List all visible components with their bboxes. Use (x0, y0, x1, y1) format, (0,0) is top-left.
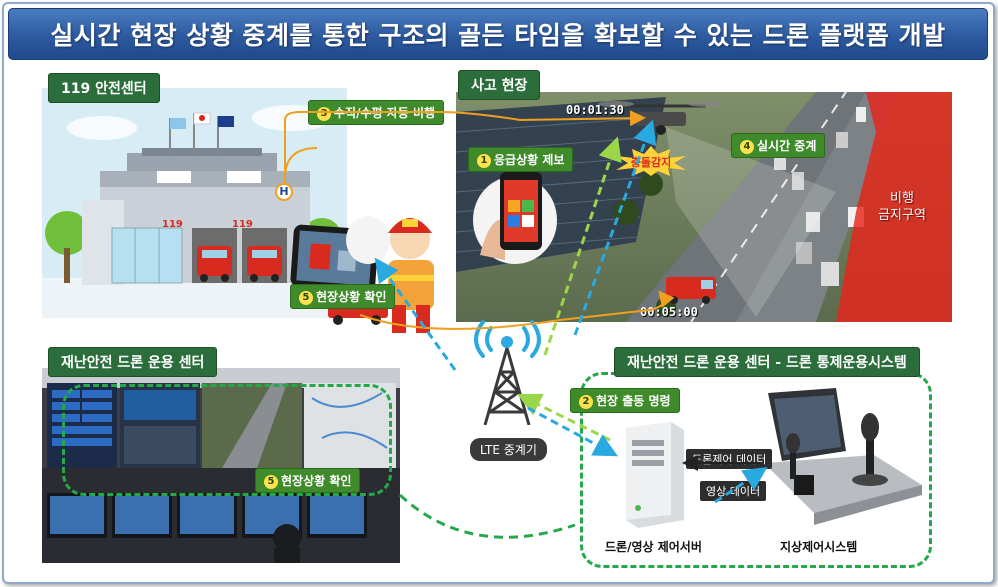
step-3-number: 3 (317, 107, 331, 121)
section-119-center: 119 안전센터 (48, 73, 160, 103)
helipad-icon: H (275, 183, 293, 201)
station-illustration (42, 88, 347, 318)
hand-phone-icon (473, 172, 557, 264)
title-bar: 실시간 현장 상황 중계를 통한 구조의 골든 타임을 확보할 수 있는 드론 … (8, 8, 988, 60)
lte-relay-label: LTE 중계기 (470, 438, 547, 461)
step-5-label-bottom: 현장상황 확인 (281, 474, 352, 488)
step-2-label: 현장 출동 명령 (596, 394, 671, 408)
step-4-label: 실시간 중계 (757, 139, 817, 153)
step-4-number: 4 (740, 140, 754, 154)
station-sign-2: 119 (232, 219, 253, 230)
drone-control-data-label: 드론제어 데이터 (686, 449, 773, 469)
step-1-number: 1 (477, 154, 491, 168)
step-5-label-top: 현장상황 확인 (316, 290, 387, 304)
lte-tower-icon (474, 320, 541, 425)
ground-control-label: 지상제어시스템 (780, 540, 858, 554)
section-disaster-ops-center: 재난안전 드론 운용 센터 (48, 347, 218, 377)
firefighter-illustration (290, 216, 434, 333)
elapsed-time-1: 00:01:30 (566, 103, 624, 117)
step-3-label: 수직/수평 자동 비행 (334, 106, 436, 120)
collision-badge: 충돌감지 (614, 146, 688, 176)
no-fly-line-1: 비행 (890, 191, 914, 206)
section-accident-scene: 사고 현장 (458, 70, 541, 100)
station-panel: 119 119 H (42, 88, 347, 318)
elapsed-time-2: 00:05:00 (640, 305, 698, 319)
no-fly-zone-label: 비행 금지구역 (868, 190, 936, 224)
server-label: 드론/영상 제어서버 (605, 540, 702, 554)
ops-center-panel (42, 368, 400, 563)
ops-center-photo (42, 368, 400, 563)
step-5-number-top: 5 (299, 291, 313, 305)
step-1-label: 응급상황 제보 (494, 153, 565, 167)
step-5-number-bottom: 5 (264, 475, 278, 489)
page-title: 실시간 현장 상황 중계를 통한 구조의 골든 타임을 확보할 수 있는 드론 … (50, 21, 946, 50)
server-icon (626, 422, 684, 528)
section-control-system: 재난안전 드론 운용 센터 - 드론 통제운용시스템 (614, 347, 920, 377)
step-2-number: 2 (579, 395, 593, 409)
no-fly-line-2: 금지구역 (878, 208, 926, 223)
collision-label: 충돌감지 (630, 156, 672, 169)
video-data-label: 영상 데이터 (700, 481, 767, 501)
ops-center-highlight (62, 384, 392, 496)
station-sign: 119 (162, 219, 183, 230)
ground-control-icon (764, 388, 922, 525)
